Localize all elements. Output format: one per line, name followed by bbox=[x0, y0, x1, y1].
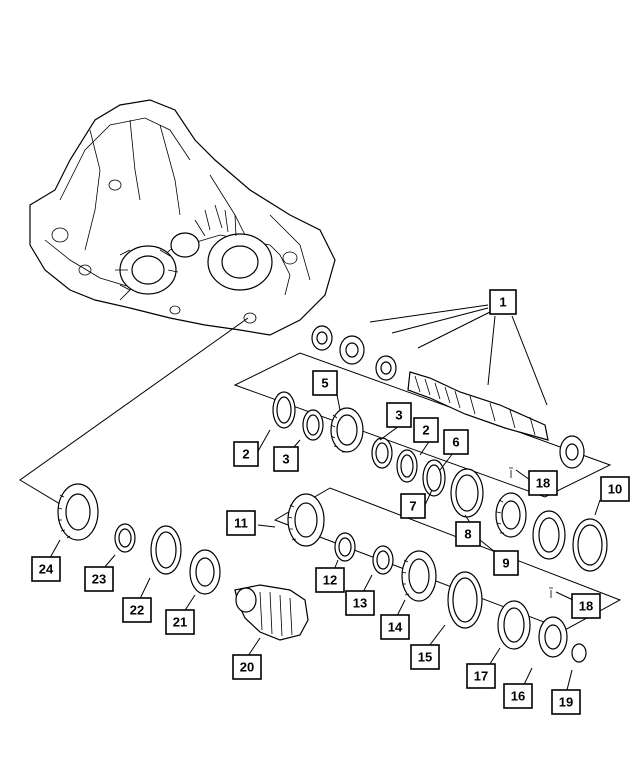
callout-8: 8 bbox=[455, 521, 481, 547]
svg-text:2: 2 bbox=[422, 423, 429, 438]
callout-2: 2 bbox=[413, 417, 439, 443]
callout-11: 11 bbox=[226, 510, 256, 536]
svg-text:14: 14 bbox=[388, 620, 403, 635]
svg-text:17: 17 bbox=[474, 669, 488, 684]
svg-text:10: 10 bbox=[608, 482, 622, 497]
callout-3: 3 bbox=[273, 446, 299, 472]
callout-24: 24 bbox=[31, 556, 61, 582]
callout-18: 18 bbox=[571, 593, 601, 619]
svg-text:11: 11 bbox=[234, 516, 248, 531]
callout-15: 15 bbox=[410, 644, 440, 670]
svg-text:20: 20 bbox=[240, 660, 254, 675]
callout-9: 9 bbox=[493, 550, 519, 576]
callout-6: 6 bbox=[443, 429, 469, 455]
svg-text:18: 18 bbox=[536, 476, 550, 491]
output-shaft-assembly-drawing bbox=[19, 317, 622, 663]
svg-text:21: 21 bbox=[173, 615, 187, 630]
svg-text:5: 5 bbox=[321, 376, 328, 391]
svg-text:24: 24 bbox=[39, 562, 54, 577]
svg-text:2: 2 bbox=[242, 447, 249, 462]
callout-20: 20 bbox=[232, 654, 262, 680]
callout-1: 1 bbox=[489, 289, 517, 315]
callout-16: 16 bbox=[503, 683, 533, 709]
callout-14: 14 bbox=[380, 614, 410, 640]
callout-19: 19 bbox=[551, 689, 581, 715]
callout-5: 5 bbox=[312, 370, 338, 396]
svg-text:3: 3 bbox=[395, 408, 402, 423]
svg-text:13: 13 bbox=[353, 596, 367, 611]
svg-text:6: 6 bbox=[452, 435, 459, 450]
callout-22: 22 bbox=[122, 597, 152, 623]
svg-text:16: 16 bbox=[511, 689, 525, 704]
input-shaft-assembly-drawing bbox=[233, 325, 612, 572]
svg-text:8: 8 bbox=[464, 527, 471, 542]
callout-7: 7 bbox=[400, 493, 426, 519]
callout-2: 2 bbox=[233, 441, 259, 467]
svg-text:22: 22 bbox=[130, 603, 144, 618]
svg-text:9: 9 bbox=[502, 556, 509, 571]
svg-text:18: 18 bbox=[579, 599, 593, 614]
svg-text:1: 1 bbox=[499, 295, 506, 310]
callout-12: 12 bbox=[315, 567, 345, 593]
transmission-case-drawing bbox=[29, 99, 336, 336]
callout-17: 17 bbox=[466, 663, 496, 689]
callout-13: 13 bbox=[345, 590, 375, 616]
svg-text:7: 7 bbox=[409, 499, 416, 514]
callout-18: 18 bbox=[528, 470, 558, 496]
callout-3: 3 bbox=[386, 402, 412, 428]
callout-10: 10 bbox=[600, 476, 630, 502]
callout-23: 23 bbox=[84, 566, 114, 592]
svg-text:19: 19 bbox=[559, 695, 573, 710]
svg-text:15: 15 bbox=[418, 650, 432, 665]
svg-text:3: 3 bbox=[282, 452, 289, 467]
callout-21: 21 bbox=[165, 609, 195, 635]
svg-text:23: 23 bbox=[92, 572, 106, 587]
svg-text:12: 12 bbox=[323, 573, 337, 588]
